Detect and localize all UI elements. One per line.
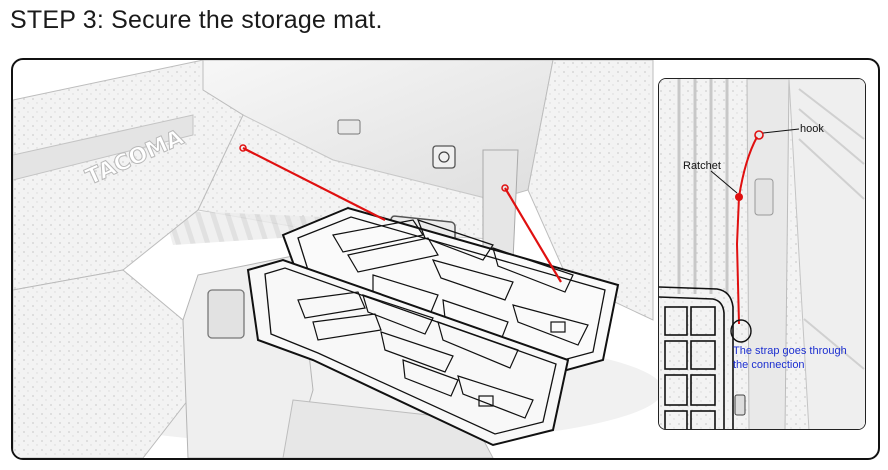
strap-detail-illustration [659,79,866,430]
inset-ratchet [735,193,743,201]
detail-inset: hook Ratchet The strap goes through the … [658,78,866,430]
left-bed-wall [13,60,243,290]
rear-left-corner [13,270,188,458]
power-outlet [433,146,455,168]
strap-connection-label-line1: The strap goes through [733,345,847,357]
strap-connection-label-line2: the connection [733,359,805,371]
illustration-frame: TACOMA [11,58,880,460]
step-title: STEP 3: Secure the storage mat. [10,6,383,35]
hook-label: hook [800,123,824,135]
ratchet-label: Ratchet [683,160,721,172]
